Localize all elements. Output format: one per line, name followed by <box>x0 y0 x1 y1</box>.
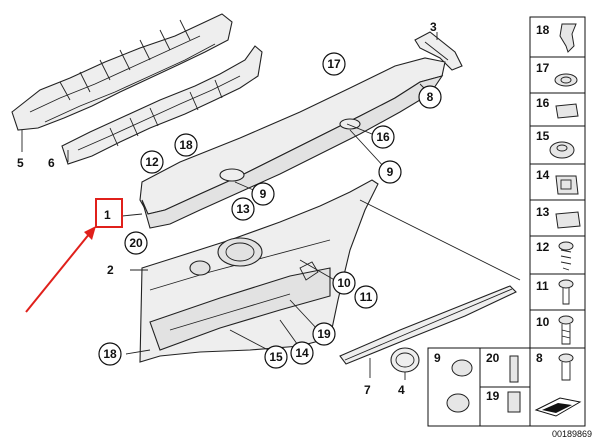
bottom-cell-20: 20 <box>486 351 519 383</box>
side-cell-11: 11 <box>529 273 586 311</box>
part-3-bracket <box>414 31 463 71</box>
svg-text:20: 20 <box>129 236 143 250</box>
svg-text:19: 19 <box>486 389 500 403</box>
svg-text:15: 15 <box>536 129 550 143</box>
callout-11: 11 <box>354 285 378 309</box>
callout-18: 18 <box>174 133 198 157</box>
svg-text:8: 8 <box>536 351 543 365</box>
svg-text:8: 8 <box>427 90 434 104</box>
svg-text:10: 10 <box>337 276 351 290</box>
callout-17: 17 <box>322 52 346 76</box>
callout-12: 12 <box>140 150 164 174</box>
callout-19: 19 <box>312 322 336 346</box>
svg-text:17: 17 <box>327 57 341 71</box>
label-2: 2 <box>107 263 114 277</box>
label-4: 4 <box>398 383 405 397</box>
highlight-arrow-line <box>25 232 91 313</box>
svg-text:9: 9 <box>434 351 441 365</box>
label-3: 3 <box>430 20 437 34</box>
svg-text:14: 14 <box>295 346 309 360</box>
fastener-bottom-panel: 9 20 8 19 <box>427 347 586 427</box>
svg-text:19: 19 <box>317 327 331 341</box>
bottom-cell-8: 8 <box>536 351 574 381</box>
callout-8: 8 <box>418 85 442 109</box>
part-5-bracket <box>11 13 233 131</box>
svg-text:16: 16 <box>376 130 390 144</box>
bottom-cell-9: 9 <box>434 351 473 413</box>
callout-14: 14 <box>290 341 314 365</box>
part-1-trim-panel <box>139 179 379 363</box>
svg-text:16: 16 <box>536 96 550 110</box>
side-cell-15: 15 <box>529 125 586 165</box>
label-5: 5 <box>17 156 24 170</box>
trim-grommet-b <box>339 118 361 130</box>
bottom-cell-19: 19 <box>486 389 521 413</box>
label-1: 1 <box>104 208 111 222</box>
svg-text:20: 20 <box>486 351 500 365</box>
svg-text:12: 12 <box>536 240 550 254</box>
side-cell-17: 17 <box>529 56 586 94</box>
trim-grommet-a <box>219 168 245 182</box>
svg-text:11: 11 <box>536 279 549 293</box>
callout-15: 15 <box>264 345 288 369</box>
top-trim-panel <box>139 57 446 229</box>
callout-18-b: 18 <box>98 342 122 366</box>
highlight-arrow-head <box>84 226 96 240</box>
svg-text:12: 12 <box>145 155 159 169</box>
part-number: 00189869 <box>552 429 592 439</box>
part-7-strip <box>339 285 517 365</box>
highlight-box <box>95 198 123 228</box>
speaker-grille <box>217 237 263 267</box>
svg-text:10: 10 <box>536 315 550 329</box>
side-cell-10: 10 <box>529 309 586 353</box>
direction-arrow-icon <box>534 397 582 417</box>
side-cell-16: 16 <box>529 92 586 127</box>
svg-text:18: 18 <box>103 347 117 361</box>
side-cell-18: 18 <box>529 16 586 58</box>
fastener-side-panel: 18 17 16 15 14 13 <box>529 16 586 353</box>
callout-13: 13 <box>231 197 255 221</box>
label-7: 7 <box>364 383 371 397</box>
svg-text:11: 11 <box>360 290 373 304</box>
side-cell-14: 14 <box>529 163 586 201</box>
svg-text:18: 18 <box>536 23 550 37</box>
callout-16: 16 <box>371 125 395 149</box>
part-4-grommet <box>390 347 420 373</box>
callout-9-a: 9 <box>378 160 402 184</box>
svg-text:13: 13 <box>236 202 250 216</box>
part-6-bracket <box>61 45 263 165</box>
svg-text:13: 13 <box>536 205 550 219</box>
svg-text:17: 17 <box>536 61 550 75</box>
label-6: 6 <box>48 156 55 170</box>
callout-10: 10 <box>332 271 356 295</box>
svg-text:9: 9 <box>260 187 267 201</box>
callout-9-b: 9 <box>251 182 275 206</box>
svg-text:15: 15 <box>269 350 283 364</box>
svg-text:18: 18 <box>179 138 193 152</box>
side-cell-13: 13 <box>529 199 586 237</box>
leader-lines <box>121 83 521 355</box>
svg-text:14: 14 <box>536 168 550 182</box>
side-cell-12: 12 <box>529 235 586 275</box>
svg-text:9: 9 <box>387 165 394 179</box>
callout-20: 20 <box>124 231 148 255</box>
